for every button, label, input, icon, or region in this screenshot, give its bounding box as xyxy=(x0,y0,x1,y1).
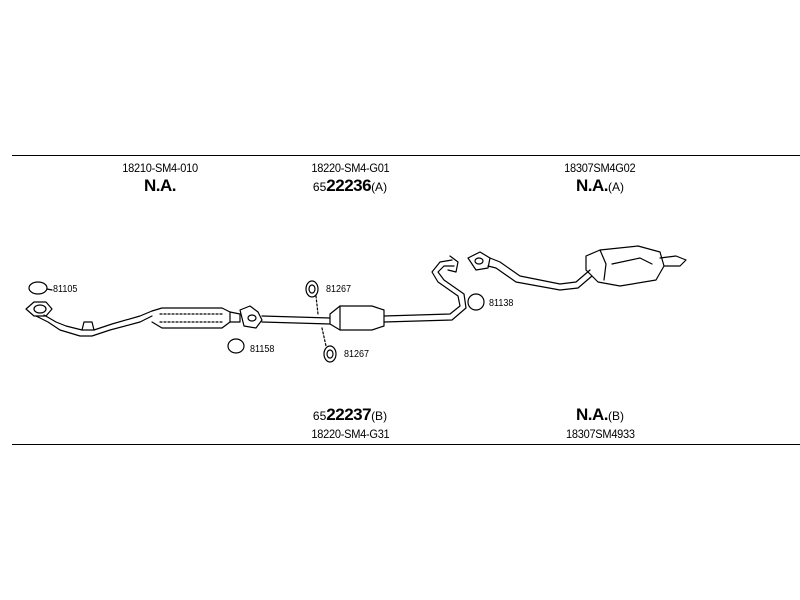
label-front-pipe: 18210-SM4-010 N.A. xyxy=(110,159,210,196)
resonator-icon xyxy=(329,305,385,331)
ref-prefix: 65 xyxy=(312,180,327,194)
part-number: 18210-SM4-010 xyxy=(122,161,198,175)
ref-number: 22236 xyxy=(326,176,372,195)
rear-flange-icon xyxy=(467,251,491,271)
gasket-front-icon xyxy=(28,281,48,295)
gasket-mid-icon xyxy=(227,338,245,354)
ref-prefix: 65 xyxy=(312,409,327,423)
clamp-lower-icon xyxy=(323,345,337,363)
top-rule xyxy=(12,155,800,156)
callout-ring-rear: 81138 xyxy=(489,298,514,309)
ref-number: N.A. xyxy=(576,176,609,195)
front-pipe-icon xyxy=(35,310,153,337)
label-rear-muffler-b: N.A.(B) 18307SM4933 xyxy=(545,406,655,443)
callout-clamp-lower: 81267 xyxy=(344,349,370,360)
intermediate-pipe-icon xyxy=(383,255,467,323)
ref-suffix: (A) xyxy=(371,180,388,194)
bottom-rule xyxy=(12,444,800,445)
center-pipe-icon xyxy=(261,315,331,325)
label-center-pipe-b: 6522237(B) 18220-SM4-G31 xyxy=(295,406,405,443)
callout-clamp-upper: 81267 xyxy=(326,284,352,295)
ref-number: N.A. xyxy=(576,405,609,424)
part-number: 18220-SM4-G31 xyxy=(310,427,390,441)
rear-muffler-icon xyxy=(585,245,687,287)
clamp-upper-icon xyxy=(305,280,319,298)
ref-number: N.A. xyxy=(144,176,177,195)
part-number: 18307SM4933 xyxy=(565,427,635,441)
ref-suffix: (B) xyxy=(608,409,624,423)
label-center-pipe-a: 18220-SM4-G01 6522236(A) xyxy=(295,159,405,196)
callout-gasket-front: 81105 xyxy=(53,284,78,295)
ref-suffix: (B) xyxy=(371,409,388,423)
callout-gasket-mid: 81158 xyxy=(250,344,275,355)
flex-section-icon xyxy=(151,307,241,329)
center-flange-icon xyxy=(239,305,263,329)
label-rear-muffler-a: 18307SM4G02 N.A.(A) xyxy=(545,159,655,196)
ref-suffix: (A) xyxy=(608,180,624,194)
ring-rear-icon xyxy=(467,293,485,311)
front-flange-icon xyxy=(25,301,53,317)
part-number: 18220-SM4-G01 xyxy=(310,161,390,175)
ref-number: 22237 xyxy=(326,405,372,424)
part-number: 18307SM4G02 xyxy=(564,161,636,175)
rear-pipe-icon xyxy=(487,257,593,291)
